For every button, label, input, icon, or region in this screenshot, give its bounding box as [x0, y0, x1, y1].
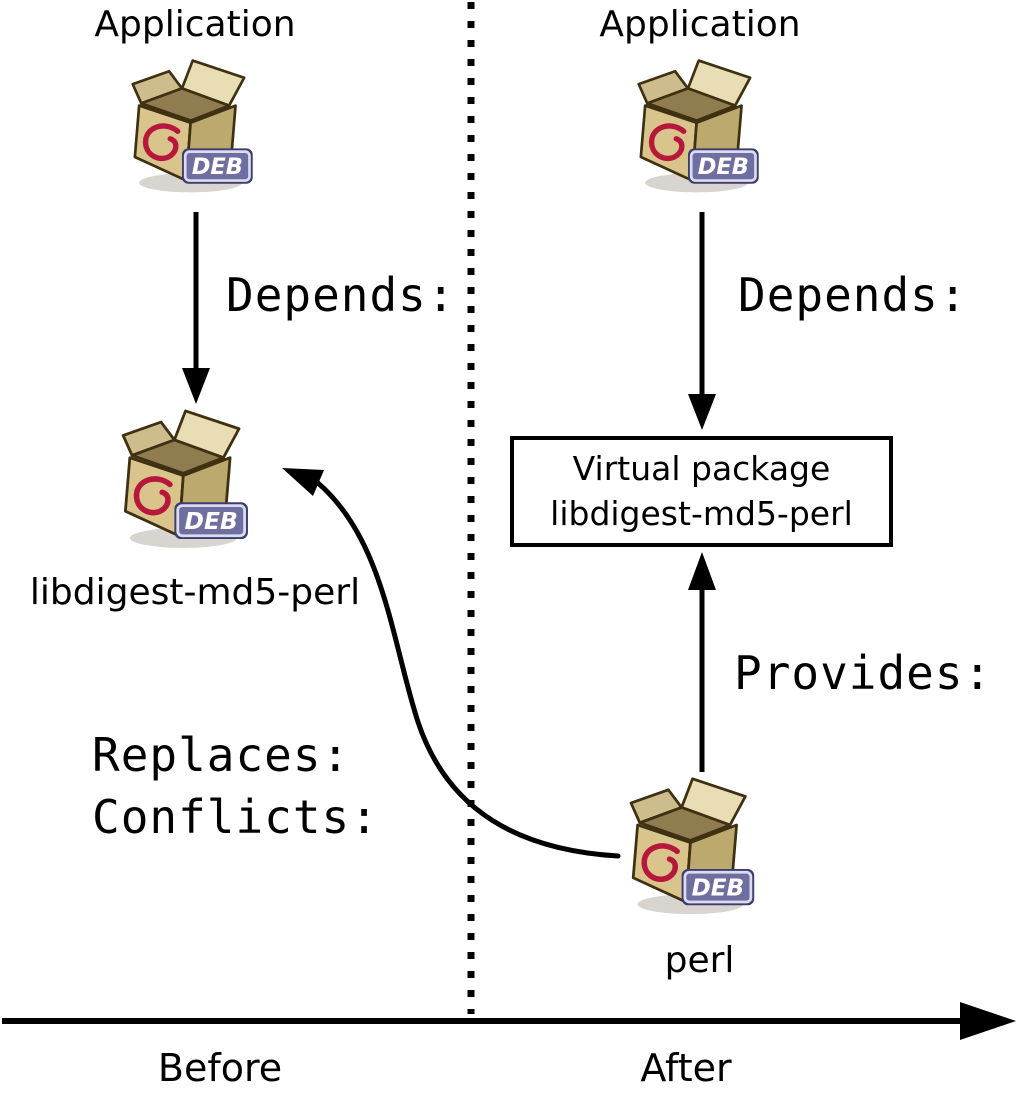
- provides-label: Provides:: [734, 646, 993, 700]
- depends-label-before: Depends:: [226, 268, 456, 322]
- provides-arrowhead: [688, 552, 716, 590]
- depends-label-after: Depends:: [738, 268, 968, 322]
- virtual-package-line2: libdigest-md5-perl: [550, 493, 853, 533]
- deb-package-icon: [639, 61, 759, 193]
- timeline-after-label: After: [640, 1046, 732, 1090]
- replaces-conflicts-arrow: [315, 480, 621, 859]
- replaces-label: Replaces:: [92, 728, 351, 782]
- replaces-conflicts-arrowhead: [282, 468, 324, 496]
- depends-arrowhead-left: [182, 368, 210, 404]
- libdigest-package-label: libdigest-md5-perl: [29, 572, 361, 613]
- conflicts-label: Conflicts:: [92, 790, 379, 844]
- application-label-before: Application: [94, 4, 296, 45]
- virtual-package-line1: Virtual package: [572, 448, 831, 488]
- deb-package-icon: [123, 411, 248, 548]
- timeline-before-label: Before: [157, 1046, 283, 1090]
- deb-package-icon: [631, 779, 754, 914]
- deb-package-icon: [133, 61, 253, 193]
- depends-arrowhead-right: [688, 394, 716, 430]
- virtual-package-box: Virtual package libdigest-md5-perl: [510, 436, 893, 547]
- perl-package-label: perl: [664, 940, 735, 981]
- application-label-after: Application: [599, 4, 801, 45]
- timeline-arrowhead: [960, 1002, 1016, 1040]
